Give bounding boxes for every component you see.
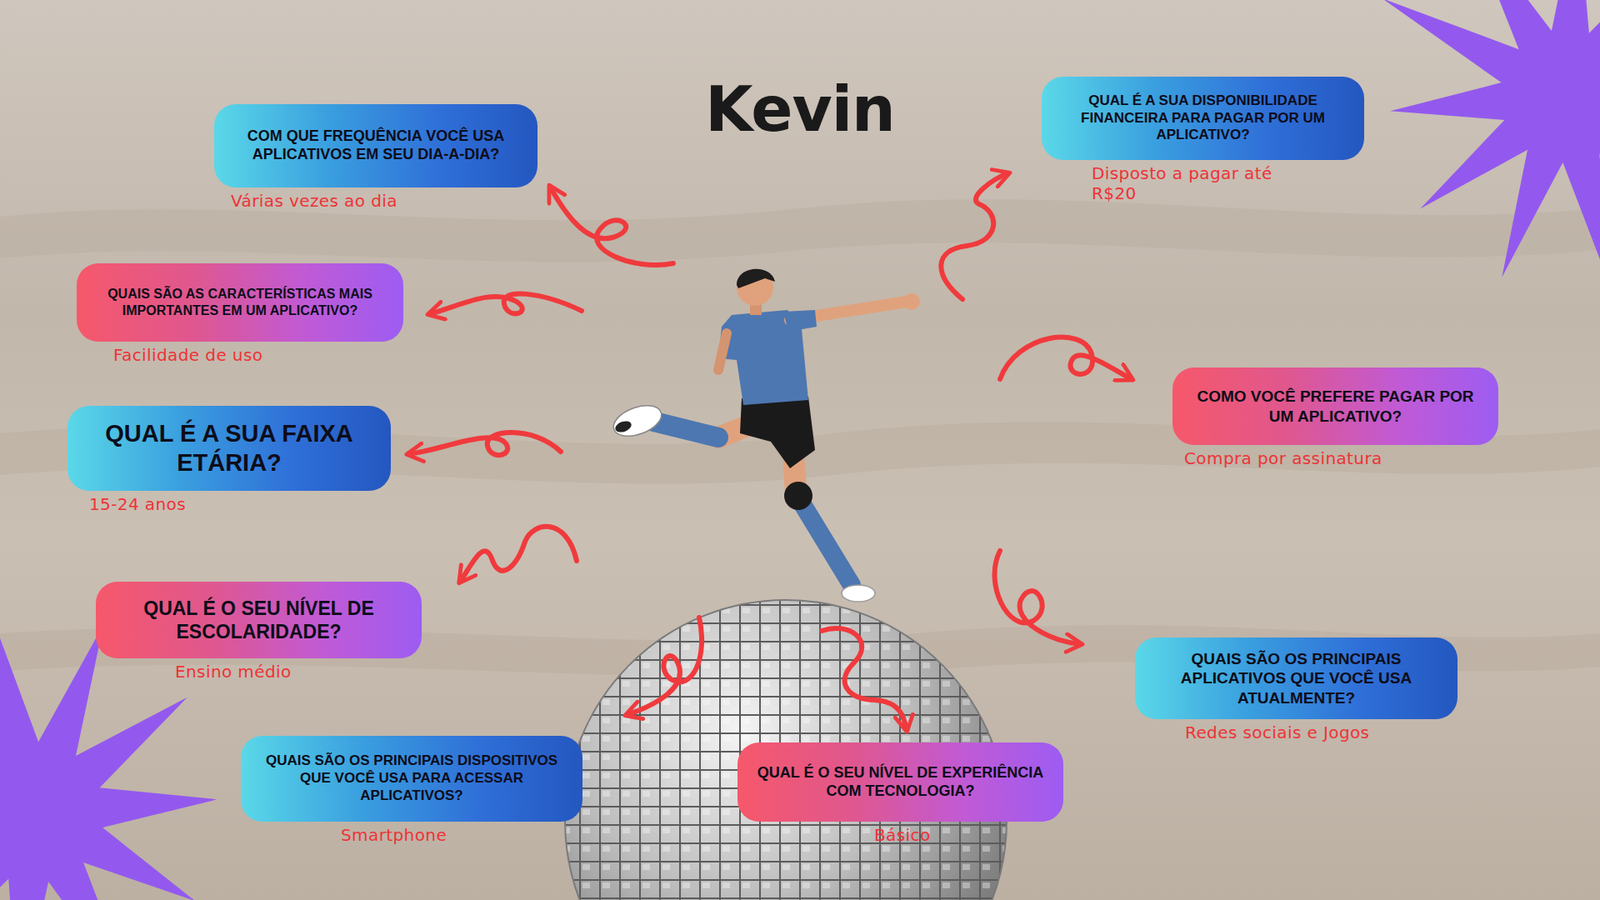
answer-text: Redes sociais e Jogos (1185, 722, 1458, 743)
question-node: QUAIS SÃO AS CARACTERÍSTICAS MAIS IMPORT… (76, 263, 404, 365)
football-player (609, 269, 920, 602)
question-box: QUAIS SÃO OS PRINCIPAIS APLICATIVOS QUE … (1135, 637, 1458, 720)
question-node: COM QUE FREQUÊNCIA VOCÊ USA APLICATIVOS … (214, 104, 538, 211)
answer-text: Disposto a pagar até R$20 (1091, 163, 1309, 204)
question-box: QUAIS SÃO OS PRINCIPAIS DISPOSITIVOS QUE… (240, 735, 583, 822)
question-text: QUAIS SÃO OS PRINCIPAIS APLICATIVOS QUE … (1148, 649, 1445, 708)
purple-starburst (1382, 0, 1600, 291)
question-node: QUAL É A SUA FAIXA ETÁRIA? 15-24 anos (67, 405, 391, 515)
question-box: COMO VOCÊ PREFERE PAGAR POR UM APLICATIV… (1172, 367, 1499, 445)
question-node: QUAL É O SEU NÍVEL DE EXPERIÊNCIA COM TE… (737, 742, 1064, 845)
question-box: QUAL É O SEU NÍVEL DE EXPERIÊNCIA COM TE… (737, 742, 1064, 822)
squiggle-arrows (408, 173, 1132, 730)
answer-text: Básico (874, 825, 1064, 845)
question-text: QUAL É O SEU NÍVEL DE EXPERIÊNCIA COM TE… (750, 764, 1050, 801)
answer-text: Compra por assinatura (1184, 448, 1499, 469)
answer-text: Ensino médio (175, 661, 422, 682)
question-node: QUAIS SÃO OS PRINCIPAIS APLICATIVOS QUE … (1135, 637, 1458, 743)
question-box: QUAL É A SUA FAIXA ETÁRIA? (67, 405, 391, 491)
question-text: QUAL É O SEU NÍVEL DE ESCOLARIDADE? (109, 596, 409, 644)
answer-text: 15-24 anos (89, 494, 391, 515)
question-node: QUAL É O SEU NÍVEL DE ESCOLARIDADE? Ensin… (95, 581, 422, 682)
question-box: QUAL É O SEU NÍVEL DE ESCOLARIDADE? (95, 581, 422, 659)
question-text: COM QUE FREQUÊNCIA VOCÊ USA APLICATIVOS … (227, 127, 525, 165)
question-text: QUAIS SÃO OS PRINCIPAIS DISPOSITIVOS QUE… (254, 752, 570, 805)
question-text: QUAIS SÃO AS CARACTERÍSTICAS MAIS IMPORT… (90, 285, 390, 319)
answer-text: Smartphone (340, 825, 583, 845)
answer-text: Facilidade de uso (113, 345, 404, 365)
question-text: QUAL É A SUA DISPONIBILIDADE FINANCEIRA … (1055, 92, 1351, 145)
answer-text: Várias vezes ao dia (230, 190, 538, 211)
question-box: QUAIS SÃO AS CARACTERÍSTICAS MAIS IMPORT… (76, 263, 404, 342)
question-box: QUAL É A SUA DISPONIBILIDADE FINANCEIRA … (1041, 76, 1365, 160)
question-text: QUAL É A SUA FAIXA ETÁRIA? (80, 419, 378, 479)
question-node: QUAIS SÃO OS PRINCIPAIS DISPOSITIVOS QUE… (240, 735, 583, 845)
question-box: COM QUE FREQUÊNCIA VOCÊ USA APLICATIVOS … (214, 104, 538, 188)
question-node: QUAL É A SUA DISPONIBILIDADE FINANCEIRA … (1041, 76, 1365, 204)
question-text: COMO VOCÊ PREFERE PAGAR POR UM APLICATIV… (1185, 386, 1485, 425)
question-node: COMO VOCÊ PREFERE PAGAR POR UM APLICATIV… (1172, 367, 1499, 469)
